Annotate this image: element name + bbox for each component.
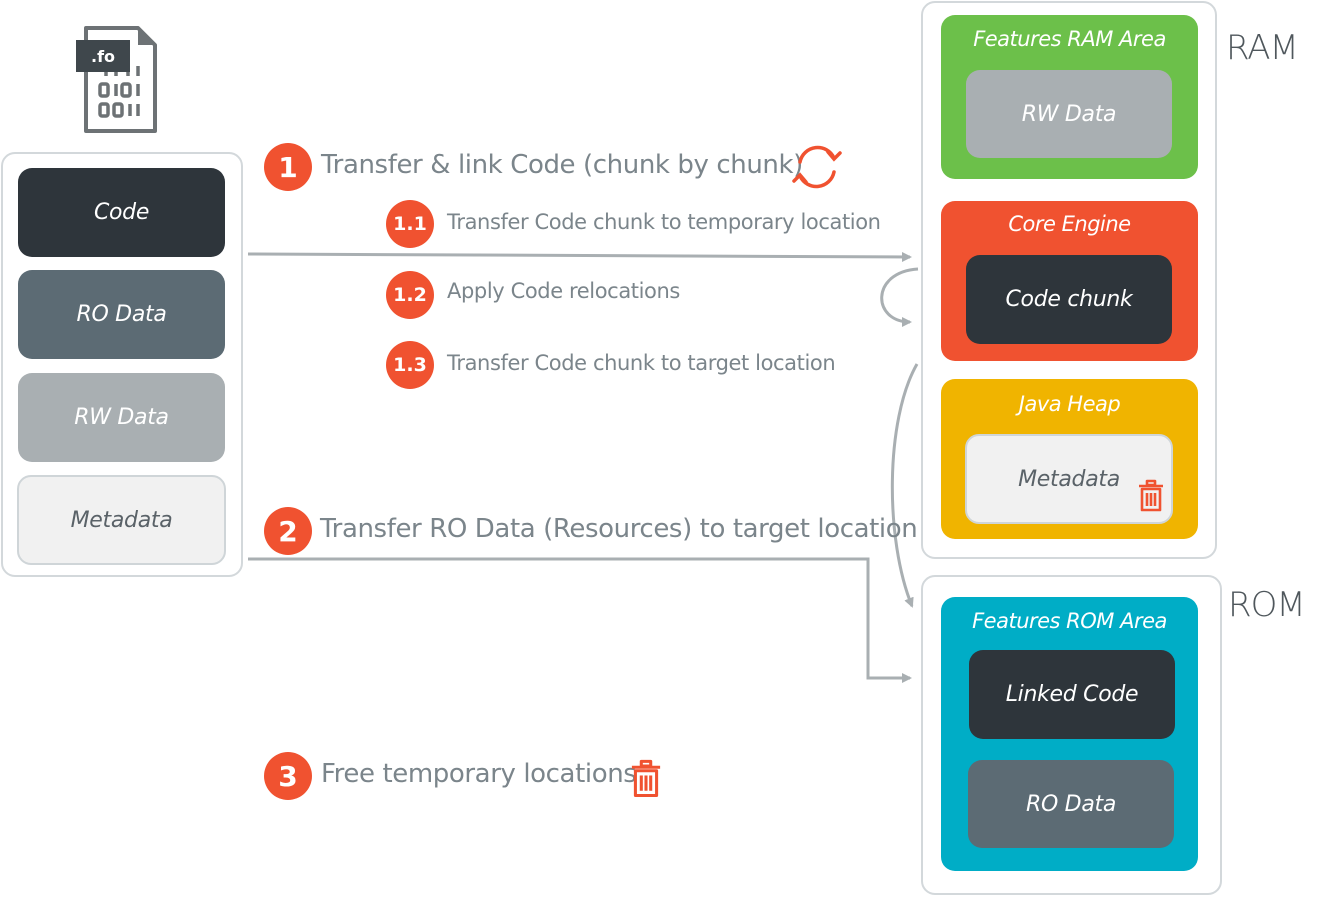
source-ro-data-block: RO Data xyxy=(18,270,225,359)
area-title: Core Engine xyxy=(1008,212,1131,236)
block-label: RW Data xyxy=(1021,101,1117,127)
refresh-icon xyxy=(792,145,842,189)
step-3-text: Free temporary locations xyxy=(321,759,637,789)
step-1-2-text: Apply Code relocations xyxy=(447,279,680,303)
step-1-2-badge: 1.2 xyxy=(386,271,434,319)
step-2-badge: 2 xyxy=(264,507,312,555)
block-label: Code chunk xyxy=(1005,287,1133,312)
features-rom-area: Features ROM Area Linked Code RO Data xyxy=(941,597,1198,871)
area-title: Features ROM Area xyxy=(972,609,1167,633)
arrow-relocation-loop xyxy=(880,267,919,327)
block-label: RO Data xyxy=(76,302,167,327)
source-code-block: Code xyxy=(18,168,225,257)
block-label: Metadata xyxy=(70,507,173,533)
block-label: Metadata xyxy=(1018,466,1120,492)
features-ram-area: Features RAM Area RW Data xyxy=(941,15,1198,179)
arrow-rodata-to-rom xyxy=(248,557,912,683)
arrow-core-to-rom xyxy=(890,363,919,608)
step-1-3-text: Transfer Code chunk to target location xyxy=(447,351,836,375)
file-icon: .fo xyxy=(76,26,158,134)
step-1-3-badge: 1.3 xyxy=(386,341,434,389)
arrow-code-to-core xyxy=(247,251,912,262)
step-1-1-badge: 1.1 xyxy=(386,200,434,248)
step-1-text: Transfer & link Code (chunk by chunk) xyxy=(321,150,803,180)
file-extension-label: .fo xyxy=(76,40,130,72)
step-3-badge: 3 xyxy=(264,752,312,800)
area-title: Java Heap xyxy=(1018,392,1121,416)
block-label: Code xyxy=(93,200,150,225)
java-heap-area: Java Heap Metadata xyxy=(941,379,1198,539)
trash-icon xyxy=(1139,479,1163,512)
area-title: Features RAM Area xyxy=(973,27,1166,51)
rom-label: ROM xyxy=(1228,585,1306,625)
step-2-text: Transfer RO Data (Resources) to target l… xyxy=(320,514,918,544)
ram-rw-data-block: RW Data xyxy=(966,70,1172,158)
linked-code-block: Linked Code xyxy=(969,650,1175,739)
source-rw-data-block: RW Data xyxy=(18,373,225,462)
block-label: Linked Code xyxy=(1005,682,1139,707)
step-1-1-text: Transfer Code chunk to temporary locatio… xyxy=(447,210,881,234)
trash-icon xyxy=(631,759,661,797)
code-chunk-block: Code chunk xyxy=(966,255,1172,344)
block-label: RW Data xyxy=(74,405,169,430)
step-1-badge: 1 xyxy=(264,143,312,191)
block-label: RO Data xyxy=(1025,791,1117,817)
core-engine-area: Core Engine Code chunk xyxy=(941,201,1198,361)
ram-label: RAM xyxy=(1226,28,1299,68)
heap-metadata-block: Metadata xyxy=(965,434,1173,524)
source-metadata-block: Metadata xyxy=(17,475,226,565)
rom-ro-data-block: RO Data xyxy=(968,760,1174,848)
